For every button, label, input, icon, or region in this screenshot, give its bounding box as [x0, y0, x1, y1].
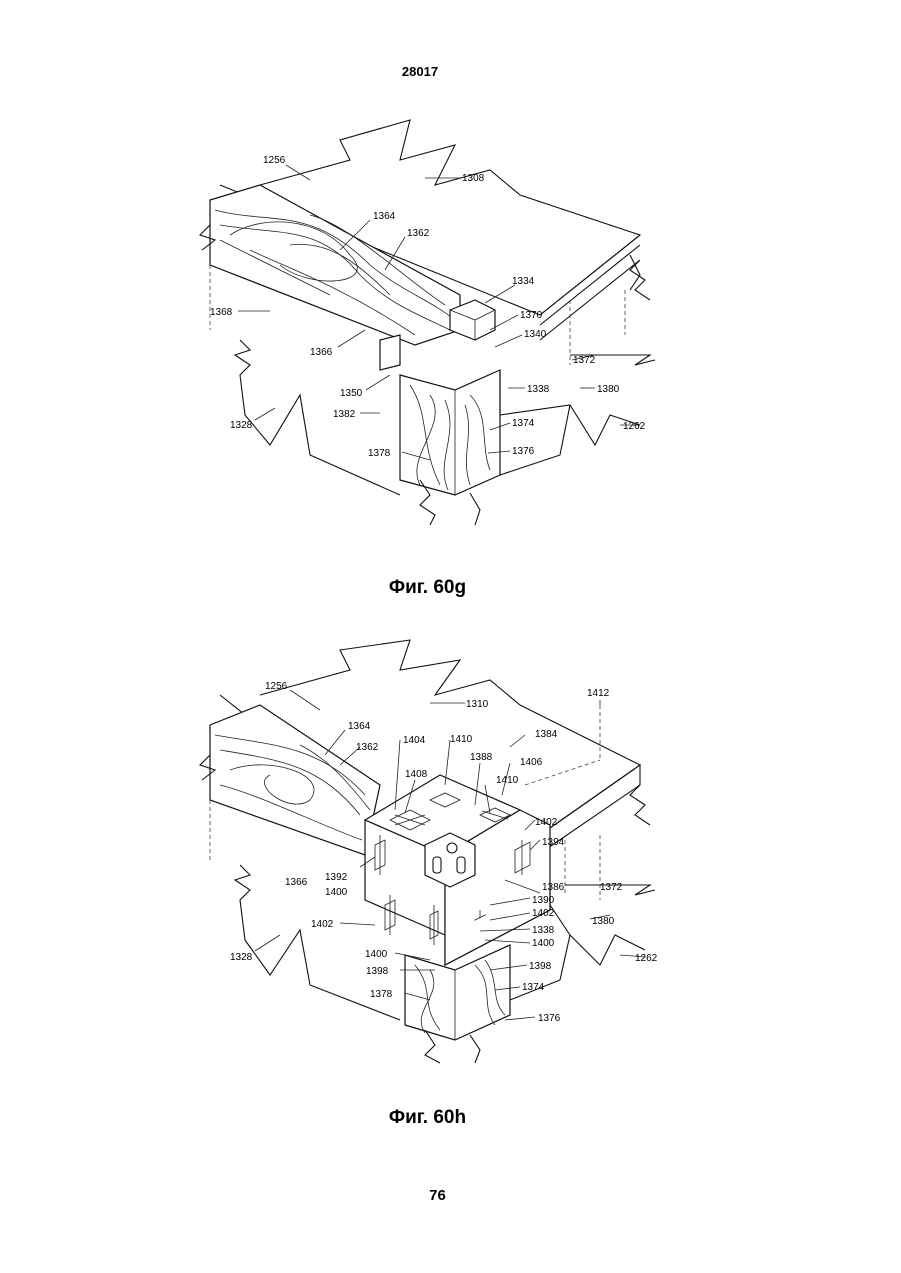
label-1410: 1410 — [450, 734, 473, 745]
figure-60h-drawing: 1256 1310 1412 1364 1384 1362 1404 1410 … — [190, 635, 670, 1075]
label-1402-left: 1402 — [311, 919, 334, 930]
label-1410b: 1410 — [496, 775, 519, 786]
label-1400-right: 1400 — [532, 938, 555, 949]
label-1392: 1392 — [325, 872, 348, 883]
label-1364: 1364 — [373, 211, 396, 222]
page-number: 76 — [0, 1187, 875, 1204]
label-1400-bottom: 1400 — [365, 949, 388, 960]
label-1362: 1362 — [356, 742, 379, 753]
label-1366: 1366 — [285, 877, 308, 888]
label-1308: 1308 — [462, 173, 485, 184]
label-1340: 1340 — [524, 329, 547, 340]
label-1262: 1262 — [623, 421, 646, 432]
figure-60g-caption: Фиг. 60g — [0, 577, 855, 599]
label-1380: 1380 — [592, 916, 615, 927]
label-1374: 1374 — [512, 418, 535, 429]
label-1386: 1386 — [542, 882, 565, 893]
label-1256: 1256 — [263, 155, 286, 166]
label-1328: 1328 — [230, 420, 253, 431]
label-1384: 1384 — [535, 729, 558, 740]
label-1262: 1262 — [635, 953, 658, 964]
label-1372: 1372 — [600, 882, 623, 893]
label-1378: 1378 — [368, 448, 391, 459]
figure-60g-drawing: 1256 1308 1364 1362 1334 1368 1370 1340 … — [190, 115, 670, 545]
label-1402-mid: 1402 — [532, 908, 555, 919]
label-1402-top: 1402 — [535, 817, 558, 828]
label-1310: 1310 — [466, 699, 489, 710]
label-1328: 1328 — [230, 952, 253, 963]
document-number: 28017 — [0, 64, 840, 79]
label-1378: 1378 — [370, 989, 393, 1000]
label-1380: 1380 — [597, 384, 620, 395]
label-1398-left: 1398 — [366, 966, 389, 977]
label-1338: 1338 — [527, 384, 550, 395]
label-1390: 1390 — [532, 895, 555, 906]
label-1404: 1404 — [403, 735, 426, 746]
label-1334: 1334 — [512, 276, 535, 287]
label-1370: 1370 — [520, 310, 543, 321]
label-1394: 1394 — [542, 837, 565, 848]
label-1412: 1412 — [587, 688, 610, 699]
label-1338: 1338 — [532, 925, 555, 936]
label-1364: 1364 — [348, 721, 371, 732]
label-1366: 1366 — [310, 347, 333, 358]
label-1388: 1388 — [470, 752, 493, 763]
label-1368: 1368 — [210, 307, 233, 318]
label-1376: 1376 — [538, 1013, 561, 1024]
label-1406: 1406 — [520, 757, 543, 768]
label-1408: 1408 — [405, 769, 428, 780]
label-1382: 1382 — [333, 409, 356, 420]
label-1362: 1362 — [407, 228, 430, 239]
figure-60h-caption: Фиг. 60h — [0, 1107, 855, 1129]
label-1376: 1376 — [512, 446, 535, 457]
label-1400-left: 1400 — [325, 887, 348, 898]
label-1350: 1350 — [340, 388, 363, 399]
label-1374: 1374 — [522, 982, 545, 993]
label-1398-right: 1398 — [529, 961, 552, 972]
label-1372: 1372 — [573, 355, 596, 366]
label-1256: 1256 — [265, 681, 288, 692]
